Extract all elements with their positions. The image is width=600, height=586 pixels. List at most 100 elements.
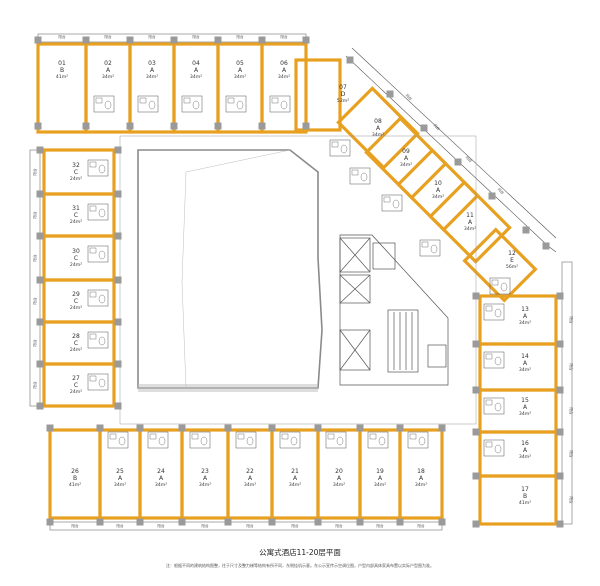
room-number: 28 (72, 333, 80, 340)
wall-room-12 (462, 227, 538, 303)
column (556, 520, 564, 528)
room-area: 34m² (432, 194, 444, 200)
bathroom-fixture (483, 397, 505, 415)
column (114, 276, 122, 284)
room-type: A (238, 67, 243, 74)
column (96, 518, 104, 526)
wall-room-16 (478, 430, 558, 478)
balcony-label: 阳台 (116, 523, 124, 528)
corridor-outline (119, 135, 477, 425)
bathroom-fixture (87, 331, 109, 349)
column (314, 518, 322, 526)
bathroom-fixture (147, 431, 169, 449)
column (556, 340, 564, 348)
balcony-label: 阳台 (417, 523, 425, 528)
room-number: 17 (521, 486, 529, 493)
column (472, 428, 480, 436)
column (472, 340, 480, 348)
room-area: 24m² (70, 219, 82, 225)
wall-room-32 (42, 148, 116, 196)
column (214, 122, 222, 130)
wall-room-01 (36, 42, 88, 134)
bathroom-fixture (87, 203, 109, 221)
wall-room-18 (398, 428, 444, 520)
room-number: 16 (521, 440, 529, 447)
bathroom-fixture (235, 431, 257, 449)
drawing-title: 公寓式酒店11-20层平面 (259, 548, 341, 557)
column (356, 518, 364, 526)
room-number: 20 (335, 468, 343, 475)
room-type: B (60, 67, 64, 74)
bathroom-fixture (483, 439, 505, 457)
column (170, 122, 178, 130)
room-number: 29 (72, 291, 80, 298)
column (96, 424, 104, 432)
bathroom-fixture (279, 431, 301, 449)
room-type: A (282, 67, 287, 74)
room-area: 24m² (70, 262, 82, 268)
room-area: 34m² (102, 74, 114, 80)
room-number: 09 (402, 148, 410, 155)
balcony-label: 阳台 (465, 155, 474, 164)
room-area: 34m² (199, 482, 211, 488)
balcony-label: 阳台 (32, 297, 37, 305)
room-number: 08 (374, 118, 382, 125)
room-type: A (337, 475, 342, 482)
balcony-label: 阳台 (58, 34, 66, 39)
room-area: 34m² (464, 226, 476, 232)
bathroom-fixture (87, 373, 109, 391)
room-number: 05 (236, 60, 244, 67)
bathroom-fixture (483, 303, 505, 321)
room-area: 56m² (506, 264, 518, 270)
room-type: B (523, 493, 527, 500)
atrium-inner-line (181, 171, 187, 389)
column (224, 424, 232, 432)
atrium-inner-line-2 (185, 149, 291, 173)
room-type: A (404, 155, 409, 162)
room-area: 52m² (337, 98, 349, 104)
bathroom-fixture (107, 431, 129, 449)
balcony-label-group: 阳台阳台阳台阳台阳台阳台阳台阳台阳台阳台阳台阳台阳台阳台阳台阳台阳台阳台阳台阳台… (32, 34, 574, 528)
room-number: 15 (521, 397, 529, 404)
bathroom-fixture (269, 95, 291, 113)
column (36, 146, 44, 154)
balcony-label: 阳台 (280, 34, 288, 39)
bottom-balcony-strip (49, 521, 443, 531)
bathroom-fixture (407, 431, 429, 449)
room-area: 34m² (372, 132, 384, 138)
room-area: 34m² (333, 482, 345, 488)
column (356, 424, 364, 432)
balcony-label: 阳台 (32, 339, 37, 347)
room-number: 23 (201, 468, 209, 475)
balcony-label: 阳台 (192, 34, 200, 39)
column (488, 192, 496, 200)
room-number: 18 (417, 468, 425, 475)
column (224, 518, 232, 526)
room-area: 34m² (114, 482, 126, 488)
room-type: A (523, 404, 528, 411)
column (556, 428, 564, 436)
room-area: 41m² (69, 482, 81, 488)
room-area: 24m² (70, 347, 82, 353)
room-area: 34m² (519, 367, 531, 373)
room-area: 41m² (56, 74, 68, 80)
balcony-label: 阳台 (236, 34, 244, 39)
column (126, 36, 134, 44)
room-type: A (150, 67, 155, 74)
room-type: C (74, 382, 78, 389)
wall-room-14 (478, 342, 558, 392)
wall-room-05 (216, 42, 264, 134)
column (114, 146, 122, 154)
